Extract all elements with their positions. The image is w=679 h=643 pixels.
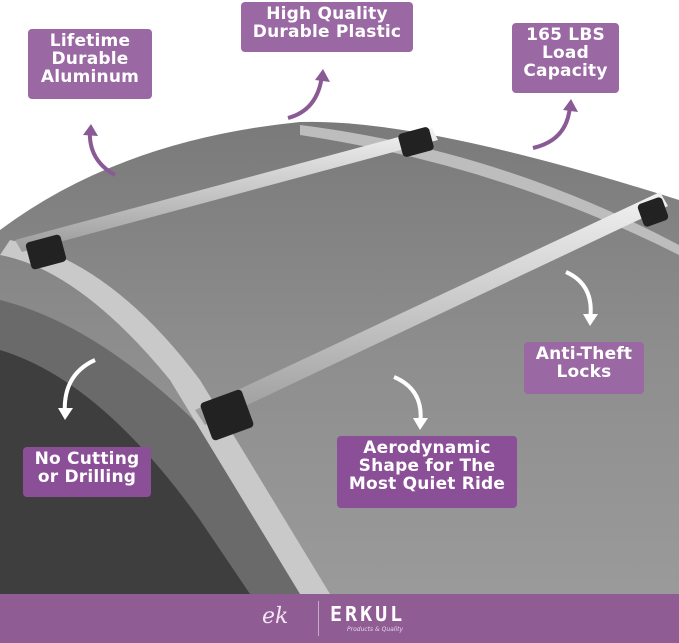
label-line: Durable Plastic (252, 21, 402, 42)
label-line: Aerodynamic (363, 438, 491, 458)
up-arrow-icon (532, 104, 572, 150)
script-logo: ek (262, 604, 289, 629)
up-arrow-icon (287, 74, 324, 120)
feature-label-locks: Anti-Theft Locks (524, 342, 644, 394)
logo-divider (318, 601, 319, 636)
label-line: Load (542, 42, 589, 63)
label-line: Anti-Theft (535, 344, 633, 364)
down-arrow-icon (62, 358, 96, 416)
brand-tagline: Products & Quality (347, 626, 404, 633)
label-line: or Drilling (37, 466, 137, 487)
label-line: Most Quiet Ride (348, 473, 506, 494)
label-line: Aluminum (40, 66, 140, 87)
label-line: Lifetime (49, 31, 131, 51)
label-line: Capacity (523, 60, 608, 81)
brand-footer (0, 594, 679, 643)
brand-logo: ERKUL (330, 602, 406, 626)
product-image (0, 69, 679, 594)
feature-label-aerodynamic: Aerodynamic Shape for The Most Quiet Rid… (337, 436, 517, 508)
feature-label-aluminum: Lifetime Durable Aluminum (28, 29, 152, 99)
label-line: Durable (51, 48, 129, 69)
car-roof-illustration (0, 69, 679, 594)
feature-label-plastic: High Quality Durable Plastic (241, 2, 413, 52)
label-line: High Quality (266, 4, 388, 24)
label-line: Locks (556, 361, 612, 382)
label-line: No Cutting (34, 449, 140, 469)
feature-label-capacity: 165 LBS Load Capacity (512, 23, 619, 93)
label-line: Shape for The (358, 455, 496, 476)
feature-label-no-drilling: No Cutting or Drilling (23, 447, 151, 497)
label-line: 165 LBS (526, 25, 605, 45)
